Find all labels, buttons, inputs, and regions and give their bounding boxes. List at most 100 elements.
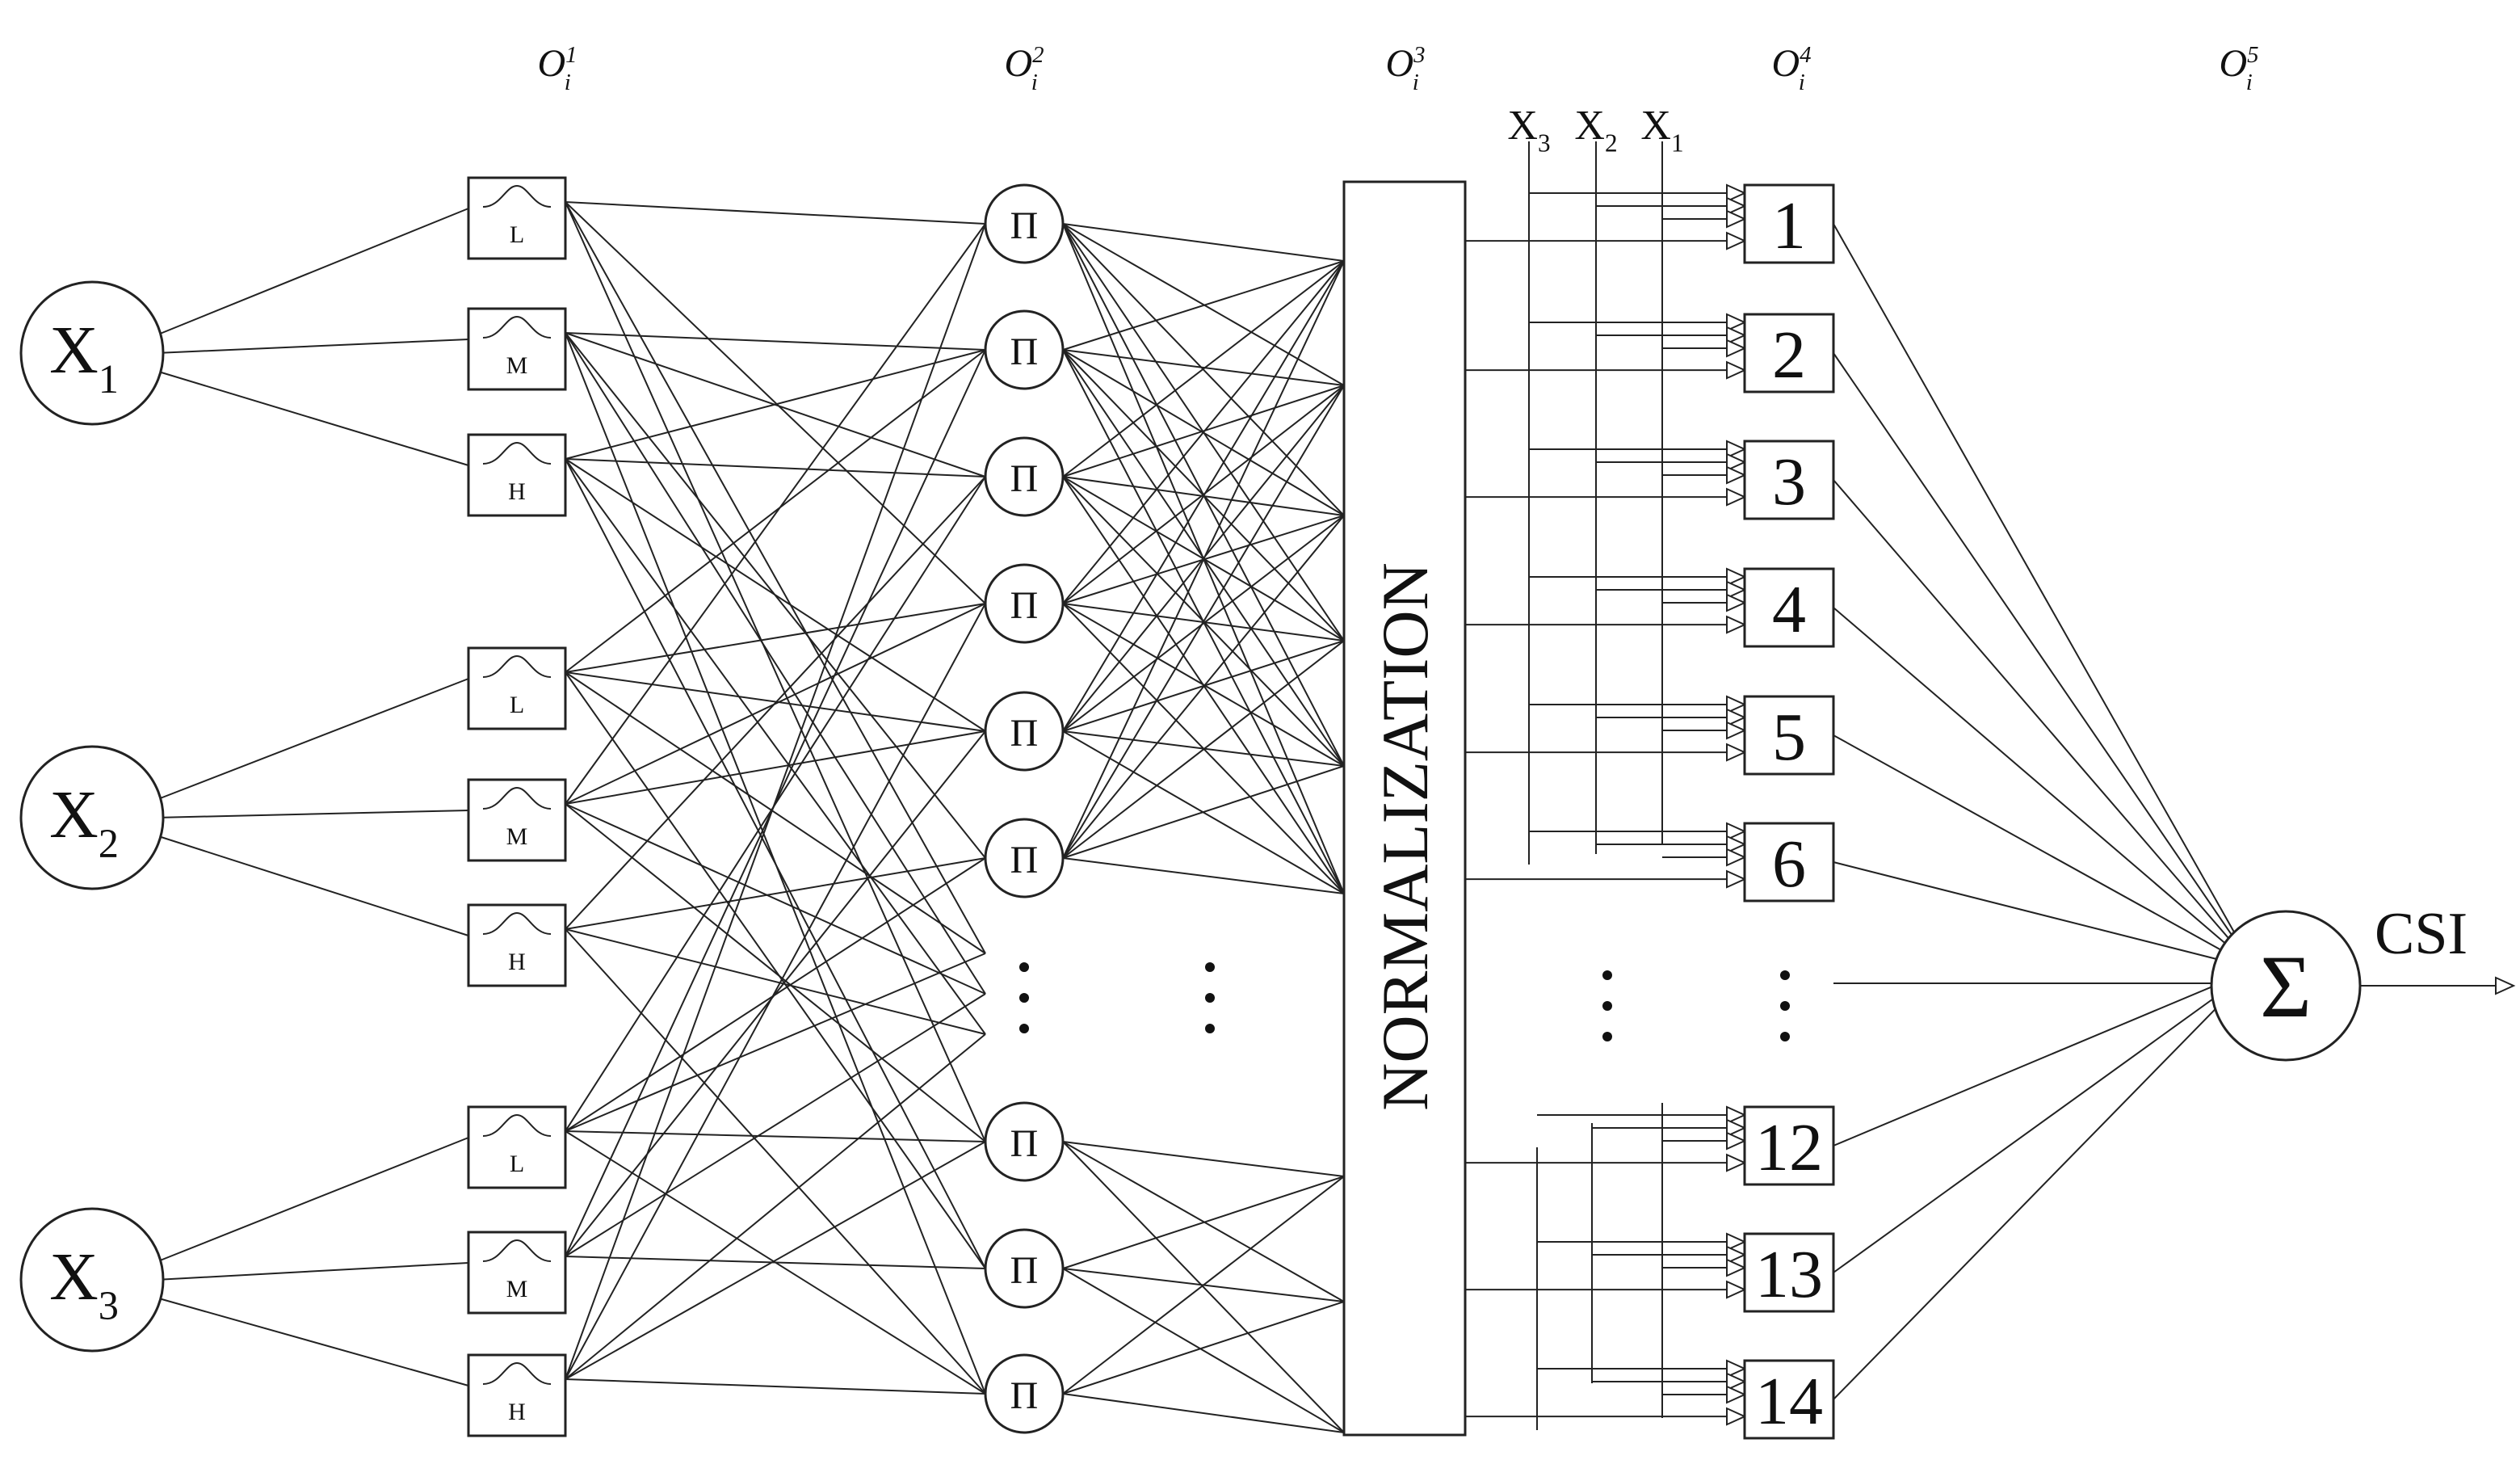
ellipsis-dot: [1019, 993, 1029, 1003]
arrow-head: [1726, 835, 1747, 854]
label-base: X: [1507, 103, 1538, 149]
membership-function-box: [467, 307, 567, 391]
consequent-box: [1743, 822, 1835, 903]
arrow-head: [1726, 1372, 1747, 1391]
product-symbol: Π: [1010, 457, 1039, 500]
connection-wires: [155, 141, 2504, 1433]
label-subscript: 3: [99, 1283, 119, 1328]
arrow-head: [1726, 1153, 1747, 1172]
mf-to-rule-wire: [565, 730, 986, 805]
label-superscript: 5: [2247, 42, 2258, 68]
mf-to-rule-wire: [565, 603, 986, 1380]
label-base: X: [1640, 103, 1671, 149]
input-node: [19, 1207, 165, 1353]
ellipsis-dot: [1780, 1001, 1790, 1011]
output-label: CSI: [2375, 901, 2468, 967]
arrow-head: [1726, 183, 1747, 203]
ellipsis-dot: [1205, 993, 1215, 1003]
consequent-box: [1743, 695, 1835, 776]
label-subscript: 3: [1538, 129, 1551, 158]
label-base: O: [1771, 42, 1800, 85]
rule-node: [984, 691, 1065, 772]
arrow-head: [1726, 708, 1747, 727]
product-symbol: Π: [1010, 584, 1039, 627]
product-symbol: Π: [1010, 204, 1039, 247]
arrow-head: [1726, 360, 1747, 380]
label-subscript: i: [565, 69, 571, 95]
input-to-mf-wire: [156, 339, 469, 354]
rule-to-norm-wire: [1062, 385, 1345, 859]
rule-to-norm-wire: [1062, 640, 1345, 859]
mf-to-rule-wire: [565, 993, 986, 1257]
consequent-label: 12: [1755, 1110, 1823, 1185]
label-subscript: i: [1413, 69, 1419, 95]
rule-to-norm-wire: [1062, 260, 1345, 478]
mf-to-rule-wire: [565, 730, 986, 1257]
output-arrow-head: [2495, 976, 2516, 995]
label-subscript: 1: [1671, 129, 1684, 158]
input-node: [19, 280, 165, 426]
arrow-head: [1726, 1385, 1747, 1404]
consequent-to-sum-wire: [1833, 989, 2235, 1400]
membership-label: L: [510, 1151, 524, 1177]
mf-to-rule-wire: [565, 458, 986, 1035]
bus-label: X3: [1507, 103, 1550, 158]
ellipsis-dots: [1602, 970, 1612, 1041]
arrow-head: [1726, 869, 1747, 889]
rule-node: [984, 309, 1065, 390]
mf-to-rule-wire: [565, 928, 986, 1035]
membership-label: M: [506, 352, 528, 379]
mf-to-rule-wire: [565, 332, 986, 351]
arrow-head: [1726, 615, 1747, 634]
consequent-to-sum-wire: [1833, 861, 2234, 965]
mf-to-rule-wire: [565, 803, 986, 1142]
product-symbol: Π: [1010, 330, 1039, 373]
arrow-head: [1726, 487, 1747, 507]
mf-to-rule-wire: [565, 349, 986, 460]
input-to-mf-wire: [155, 678, 469, 801]
mf-to-rule-wire: [565, 671, 986, 954]
sum-symbol: Σ: [2260, 937, 2312, 1036]
label-base: O: [1385, 42, 1413, 85]
consequent-label: 6: [1772, 827, 1806, 902]
arrow-head: [1726, 822, 1747, 841]
input-label: X2: [49, 777, 119, 866]
arrow-head: [1726, 440, 1747, 459]
arrow-head: [1726, 452, 1747, 472]
membership-label: H: [508, 949, 526, 975]
ellipsis-dot: [1780, 1032, 1790, 1041]
rule-to-norm-wire: [1062, 223, 1345, 262]
arrow-head: [1726, 1118, 1747, 1138]
membership-function-box: [467, 1231, 567, 1315]
mf-to-rule-wire: [565, 223, 986, 805]
arrow-head: [1726, 1232, 1747, 1252]
consequent-box: [1743, 1105, 1835, 1186]
rule-to-norm-wire: [1062, 260, 1345, 732]
mf-to-rule-wire: [565, 603, 986, 673]
ellipsis-dots: [1205, 962, 1215, 1033]
mf-to-rule-wire: [565, 953, 986, 1132]
rule-to-norm-wire: [1062, 260, 1345, 351]
rule-to-norm-wire: [1062, 1268, 1345, 1433]
arrow-head: [1726, 339, 1747, 358]
normalization-block: [1342, 180, 1467, 1437]
product-symbol: Π: [1010, 1122, 1039, 1165]
input-label: X3: [49, 1239, 119, 1328]
rule-node: [984, 1228, 1065, 1309]
product-symbol: Π: [1010, 1249, 1039, 1292]
membership-function-box: [467, 903, 567, 987]
arrow-head: [1726, 695, 1747, 714]
rule-to-norm-wire: [1062, 857, 1345, 894]
gaussian-curve-icon: [482, 1113, 552, 1137]
arrow-head: [1726, 593, 1747, 612]
product-symbol: Π: [1010, 712, 1039, 755]
label-base: O: [1004, 42, 1032, 85]
rule-to-norm-wire: [1062, 1141, 1345, 1177]
consequent-box: [1743, 313, 1835, 393]
mf-to-rule-wire: [565, 1378, 986, 1395]
ellipsis-dot: [1205, 1024, 1215, 1033]
